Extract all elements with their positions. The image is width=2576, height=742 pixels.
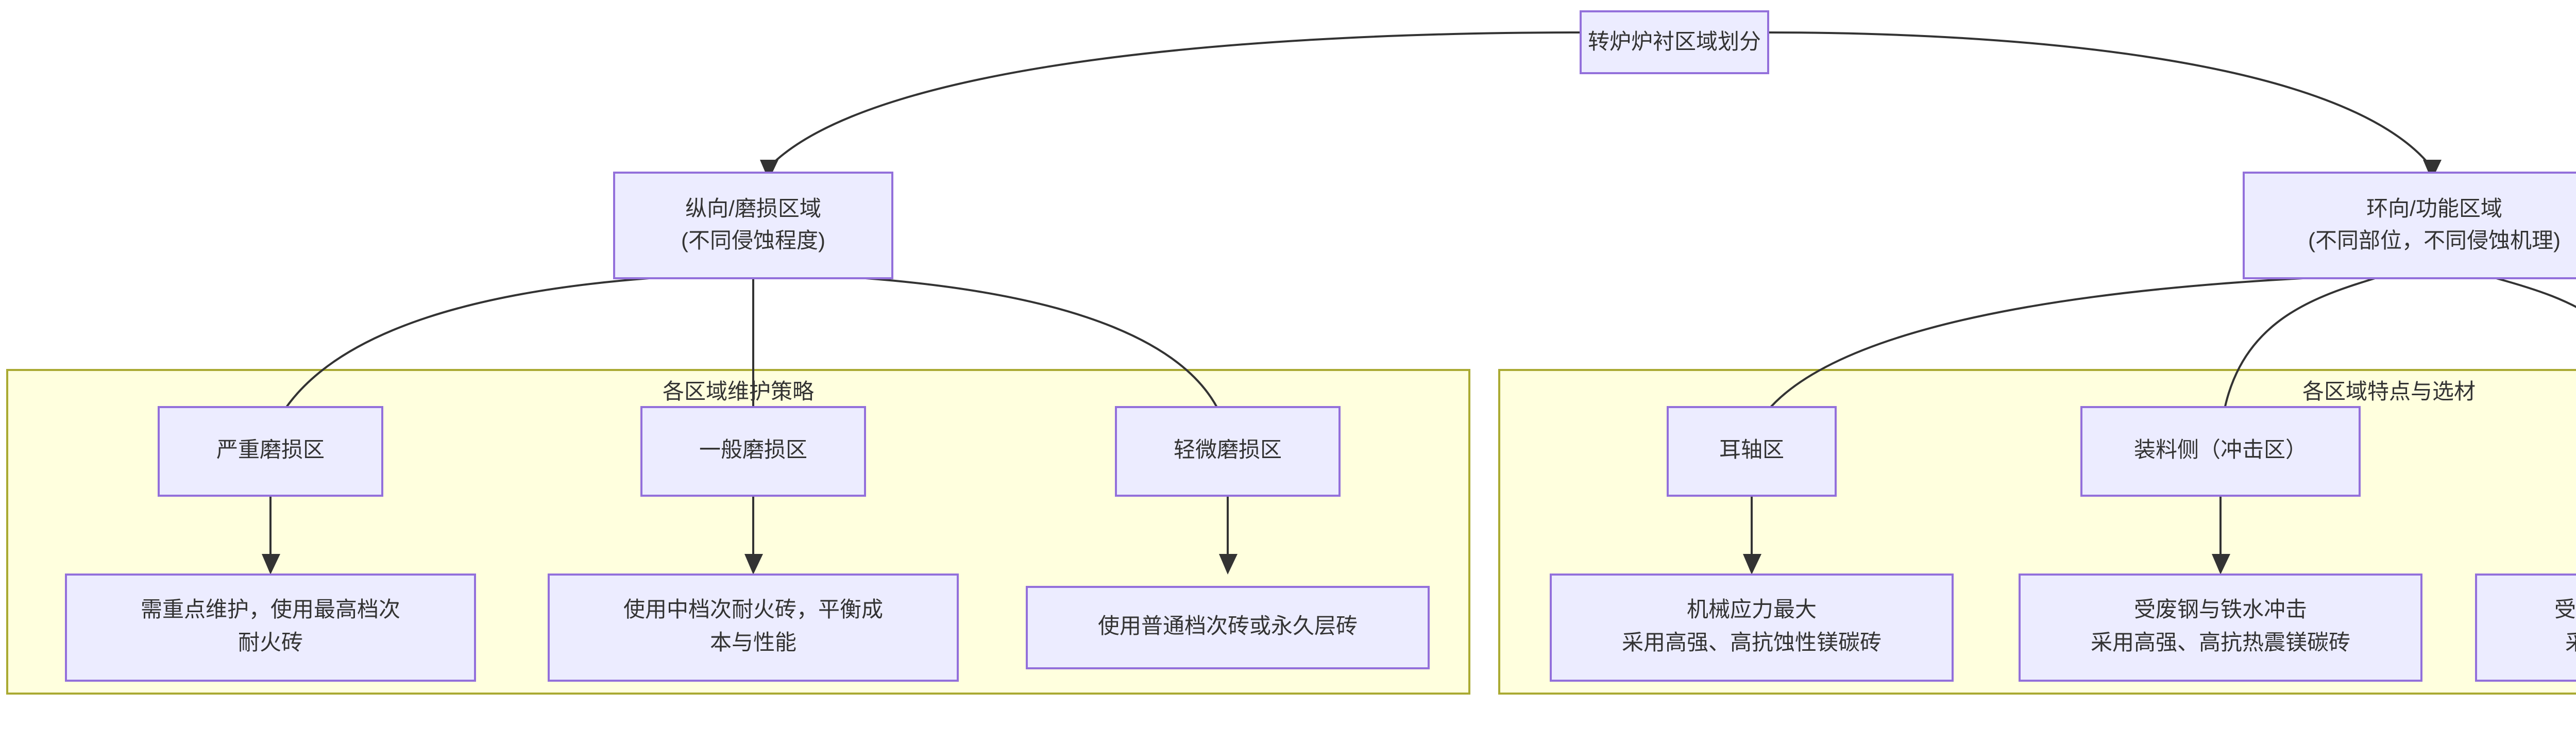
arrowhead-trunnion-to-detail bbox=[1743, 554, 1761, 575]
cluster-label-left: 各区域维护策略 bbox=[663, 379, 814, 403]
node-rect-root[interactable] bbox=[1580, 10, 1769, 74]
node-label-light-wear-detail-line1: 使用普通档次砖或永久层砖 bbox=[1098, 614, 1358, 638]
node-vertical-wear-zones[interactable]: 纵向/磨损区域 (不同侵蚀程度) bbox=[613, 172, 893, 279]
edge-group bbox=[262, 31, 2576, 575]
arrowhead-light-to-detail bbox=[1219, 554, 1238, 575]
node-rect-severe-wear-detail[interactable] bbox=[65, 574, 476, 682]
node-rect-light-wear-detail[interactable] bbox=[1026, 586, 1430, 669]
node-charging-side-zone[interactable]: 装料侧（冲击区） bbox=[2080, 406, 2361, 497]
node-rect-charging-side-detail[interactable] bbox=[2019, 574, 2422, 682]
edge-circ-to-slagline bbox=[2496, 277, 2576, 308]
node-label-charging-side-detail-line1: 受废钢与铁水冲击 bbox=[2134, 597, 2307, 621]
node-label-charging-side-detail-line2: 采用高强、高抗热震镁碳砖 bbox=[2091, 630, 2350, 654]
node-label-root: 转炉炉衬区域划分 bbox=[1588, 29, 1761, 54]
node-label-general-wear-detail-line2: 本与性能 bbox=[710, 630, 796, 654]
arrowhead-charging-to-detail bbox=[2212, 554, 2230, 575]
node-general-wear-zone[interactable]: 一般磨损区 bbox=[640, 406, 866, 497]
node-label-severe-wear: 严重磨损区 bbox=[216, 437, 325, 462]
node-rect-light-wear[interactable] bbox=[1115, 406, 1341, 497]
node-trunnion-zone[interactable]: 耳轴区 bbox=[1667, 406, 1837, 497]
node-rect-vertical[interactable] bbox=[613, 172, 893, 279]
node-rect-circumferential[interactable] bbox=[2243, 172, 2576, 279]
node-slag-line-detail[interactable]: 受熔渣化学侵蚀最严重 采用高抗渣蚀镁碳砖 bbox=[2475, 574, 2576, 682]
edge-vertical-to-severe bbox=[269, 277, 650, 436]
node-light-wear-detail[interactable]: 使用普通档次砖或永久层砖 bbox=[1026, 586, 1430, 669]
node-label-circumferential-line1: 环向/功能区域 bbox=[2366, 196, 2502, 221]
node-light-wear-zone[interactable]: 轻微磨损区 bbox=[1115, 406, 1341, 497]
node-label-slag-line-detail-line2: 采用高抗渣蚀镁碳砖 bbox=[2565, 630, 2576, 654]
node-general-wear-detail[interactable]: 使用中档次耐火砖，平衡成 本与性能 bbox=[548, 574, 959, 682]
arrowhead-root-to-circumferential bbox=[2423, 160, 2442, 180]
node-label-trunnion: 耳轴区 bbox=[1719, 437, 1784, 462]
node-label-slag-line-detail-line1: 受熔渣化学侵蚀最严重 bbox=[2554, 597, 2576, 621]
node-rect-charging-side[interactable] bbox=[2080, 406, 2361, 497]
node-severe-wear-zone[interactable]: 严重磨损区 bbox=[158, 406, 383, 497]
node-label-vertical-line1: 纵向/磨损区域 bbox=[685, 196, 821, 221]
node-rect-general-wear-detail[interactable] bbox=[548, 574, 959, 682]
arrowhead-root-to-vertical bbox=[760, 160, 778, 180]
node-label-trunnion-detail-line2: 采用高强、高抗蚀性镁碳砖 bbox=[1622, 630, 1882, 654]
arrowhead-severe-to-detail bbox=[262, 554, 280, 575]
edge-circ-to-trunnion bbox=[1751, 277, 2303, 436]
node-charging-side-detail[interactable]: 受废钢与铁水冲击 采用高强、高抗热震镁碳砖 bbox=[2019, 574, 2422, 682]
node-circumferential-zones[interactable]: 环向/功能区域 (不同部位，不同侵蚀机理) bbox=[2243, 172, 2576, 279]
node-label-trunnion-detail-line1: 机械应力最大 bbox=[1687, 597, 1817, 621]
node-label-severe-wear-detail-line1: 需重点维护，使用最高档次 bbox=[141, 597, 400, 621]
node-rect-severe-wear[interactable] bbox=[158, 406, 383, 497]
edge-root-to-circumferential bbox=[1767, 31, 2433, 168]
edge-vertical-to-light bbox=[865, 277, 1229, 436]
node-rect-slag-line-detail[interactable] bbox=[2475, 574, 2576, 682]
edge-root-to-vertical bbox=[768, 31, 1581, 168]
node-label-general-wear-detail-line1: 使用中档次耐火砖，平衡成 bbox=[623, 597, 883, 621]
node-rect-general-wear[interactable] bbox=[640, 406, 866, 497]
arrowhead-general-to-detail bbox=[744, 554, 763, 575]
edge-circ-to-charging bbox=[2219, 277, 2376, 436]
node-label-circumferential-line2: (不同部位，不同侵蚀机理) bbox=[2308, 228, 2561, 252]
cluster-label-right: 各区域特点与选材 bbox=[2302, 379, 2476, 403]
node-trunnion-detail[interactable]: 机械应力最大 采用高强、高抗蚀性镁碳砖 bbox=[1550, 574, 1954, 682]
node-label-vertical-line2: (不同侵蚀程度) bbox=[681, 228, 825, 252]
node-rect-trunnion[interactable] bbox=[1667, 406, 1837, 497]
node-label-severe-wear-detail-line2: 耐火砖 bbox=[238, 630, 303, 654]
node-label-general-wear: 一般磨损区 bbox=[699, 437, 807, 462]
node-label-charging-side: 装料侧（冲击区） bbox=[2134, 437, 2307, 462]
node-severe-wear-detail[interactable]: 需重点维护，使用最高档次 耐火砖 bbox=[65, 574, 476, 682]
node-label-light-wear: 轻微磨损区 bbox=[1174, 437, 1282, 462]
node-root[interactable]: 转炉炉衬区域划分 bbox=[1580, 10, 1769, 74]
node-rect-trunnion-detail[interactable] bbox=[1550, 574, 1954, 682]
